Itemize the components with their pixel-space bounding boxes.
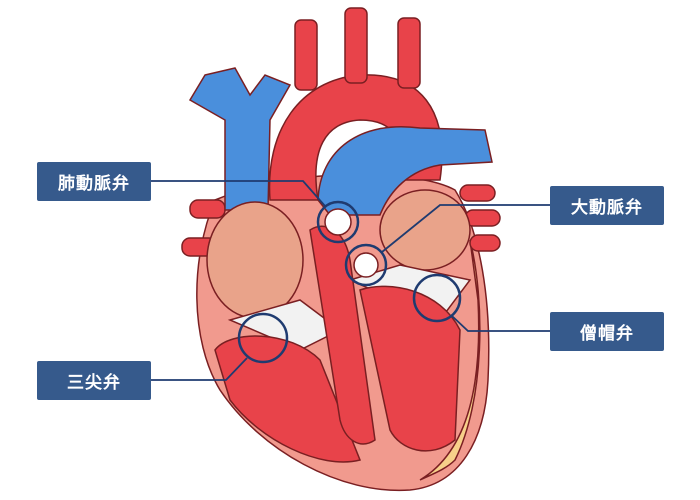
pulmonary-callout-line	[151, 180, 326, 207]
pulmonary-valve-label: 肺動脈弁	[37, 162, 151, 201]
aortic-branch-2	[344, 7, 368, 84]
pulmonary-vein-left-1	[459, 184, 496, 202]
pulmonary-artery	[317, 126, 493, 216]
left-atrium	[379, 189, 471, 271]
aortic-callout-line	[381, 204, 550, 253]
aortic-valve-marker	[344, 243, 388, 287]
pulmonary-valve-marker	[316, 200, 360, 244]
pulmonary-vein-right-upper	[189, 199, 226, 219]
mitral-callout-line	[451, 315, 550, 332]
tricuspid-callout-line	[151, 357, 248, 381]
left-ventricle	[359, 285, 461, 452]
right-ventricle	[214, 335, 362, 463]
tricuspid-valve-marker	[237, 312, 289, 364]
aortic-valve-label: 大動脈弁	[550, 186, 664, 225]
aortic-branch-3	[397, 17, 421, 89]
pulmonary-vein-left-2	[464, 209, 501, 227]
tricuspid-valve-label: 三尖弁	[37, 361, 151, 400]
mitral-valve-label: 僧帽弁	[550, 312, 664, 351]
pulmonary-vein-left-3	[469, 234, 501, 252]
right-atrium	[206, 201, 304, 319]
heart-fat-layer	[419, 239, 481, 481]
mitral-valve-marker	[412, 273, 462, 323]
pulmonary-valve	[324, 208, 352, 236]
aortic-branch-1	[294, 19, 318, 91]
aortic-valve	[353, 252, 379, 278]
septum	[309, 225, 376, 445]
superior-vena-cava	[188, 67, 292, 211]
